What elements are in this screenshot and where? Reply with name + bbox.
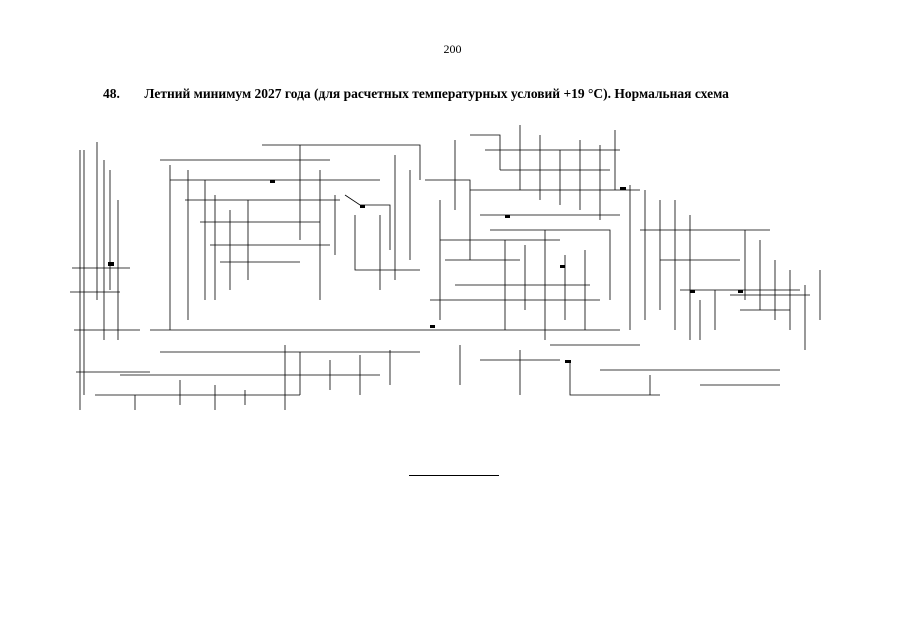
figure-number: 48. [103,86,120,101]
figure-title-text: Летний минимум 2027 года (для расчетных … [144,86,729,101]
schematic-lines [70,125,821,410]
page-number: 200 [443,42,462,56]
figure-title: 48. Летний минимум 2027 года (для расчет… [103,86,803,102]
schematic-nodes [108,180,743,363]
footnote-rule [409,475,499,476]
